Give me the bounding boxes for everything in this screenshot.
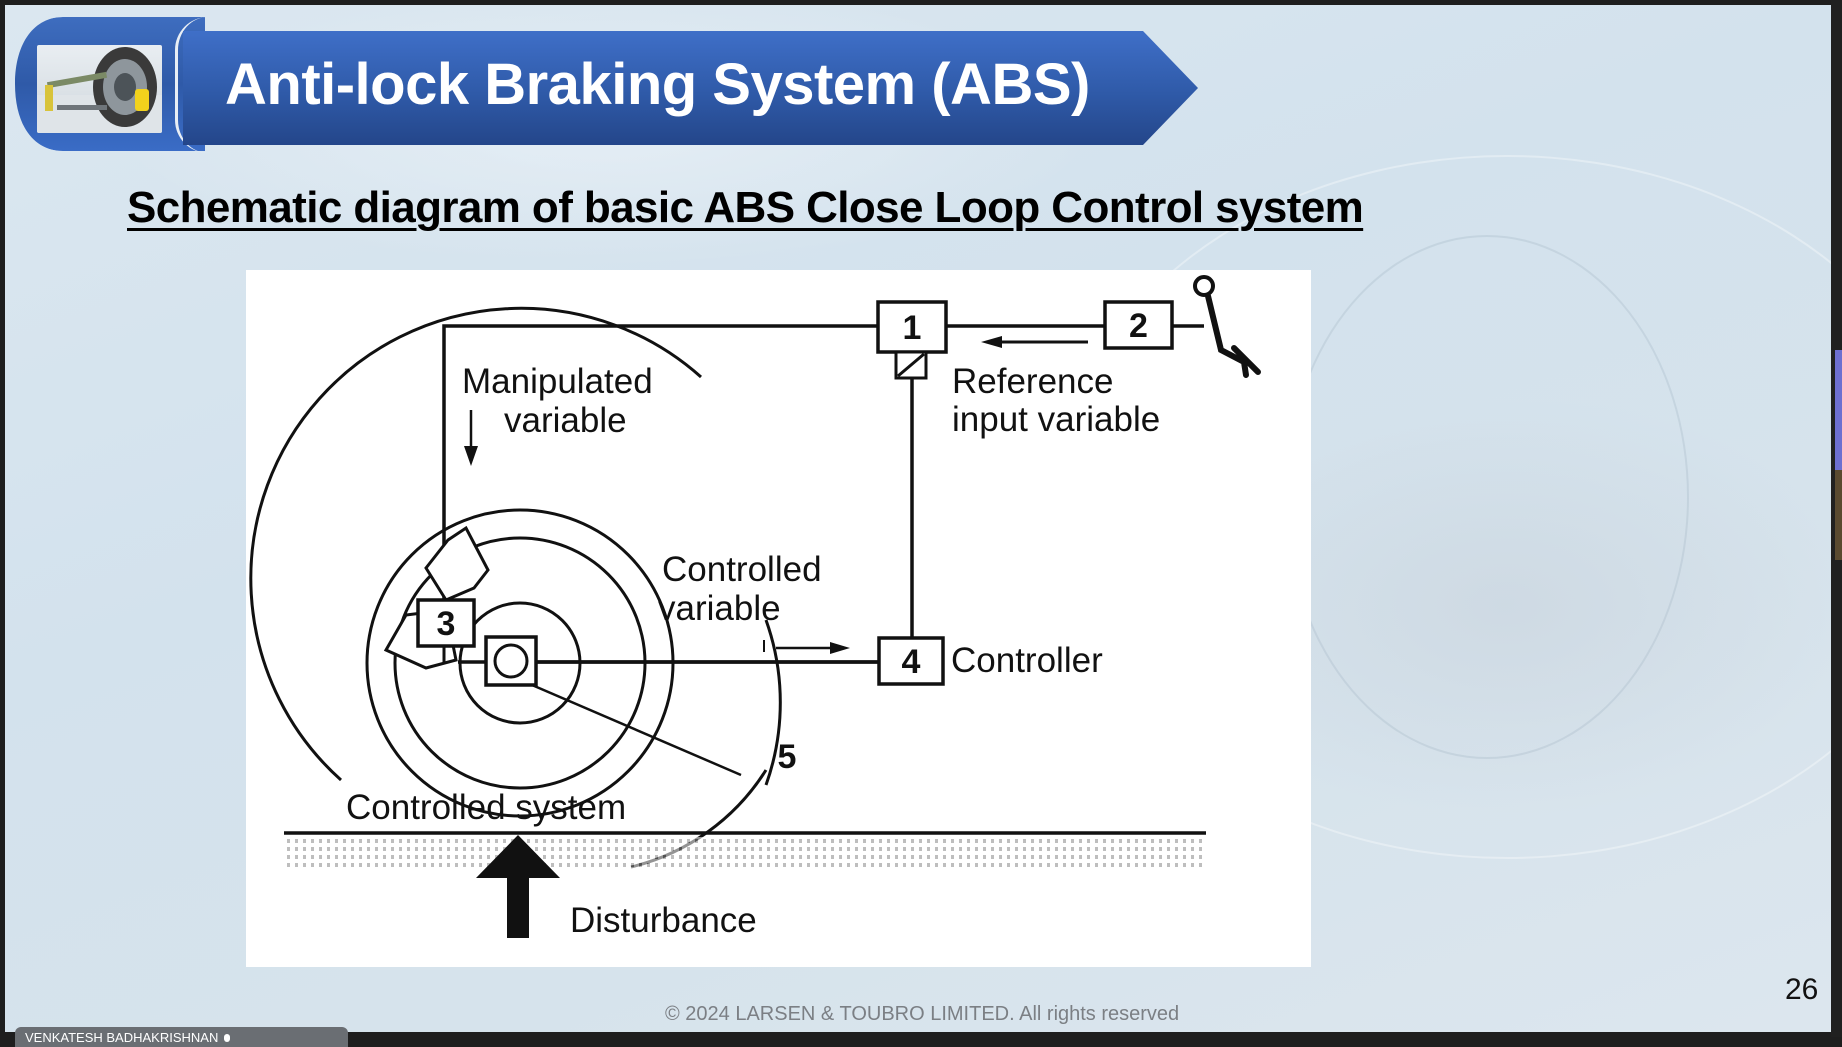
slide-subtitle: Schematic diagram of basic ABS Close Loo…: [127, 183, 1364, 232]
manipulated-arrow-head: [464, 446, 478, 466]
controlled-variable-label-2: variable: [658, 589, 781, 628]
reference-input-label-2: input variable: [952, 400, 1161, 439]
block-1-label: 1: [902, 309, 922, 347]
background-decoration: [1285, 235, 1689, 759]
video-thumbnail-lower[interactable]: [1835, 470, 1842, 560]
road-texture: [284, 837, 1206, 871]
title-banner: [183, 31, 1198, 145]
slide-title: Anti-lock Braking System (ABS): [225, 52, 1090, 117]
block-4: [877, 636, 945, 686]
controlled-variable-label-1: Controlled: [662, 550, 822, 589]
tire-outer-arc-bottom: [764, 619, 782, 786]
microphone-icon: [224, 1034, 231, 1042]
banner-divider: [175, 17, 208, 153]
side-panel-edge: [1831, 0, 1842, 1037]
controlled-variable-arrow-head: [830, 642, 850, 654]
page-number: 26: [1785, 973, 1819, 1006]
diagram-lines: [249, 275, 1261, 938]
controller-label: Controller: [951, 641, 1103, 680]
block-2-label: 2: [1129, 307, 1148, 345]
video-thumbnail[interactable]: [1835, 350, 1842, 470]
block-3-label: 3: [436, 605, 456, 643]
slide: Anti-lock Braking System (ABS) Schematic…: [5, 5, 1831, 1032]
manipulated-signal-line: [442, 324, 878, 600]
manipulated-variable-label-2: variable: [504, 401, 627, 440]
manipulated-variable-label-1: Manipulated: [462, 362, 653, 401]
brake-pedal-icon: [1193, 275, 1261, 378]
leader-line-5: [531, 683, 742, 777]
block-4-label: 4: [901, 643, 921, 681]
header-logo-badge: [15, 17, 205, 151]
brake-assembly-image: [37, 45, 162, 133]
copyright-footer: © 2024 LARSEN & TOUBRO LIMITED. All righ…: [665, 1003, 1180, 1025]
controlled-system-label: Controlled system: [346, 788, 627, 827]
block-2: [1103, 300, 1174, 350]
abs-schematic-diagram: 1 2 3 4 5 Manipulated variable Reference…: [246, 270, 1311, 967]
component-5-label: 5: [777, 738, 797, 776]
disturbance-arrow: [476, 835, 560, 938]
participant-name-tag: VENKATESH BADHAKRISHNAN: [15, 1027, 348, 1047]
disturbance-label: Disturbance: [570, 901, 757, 940]
block-1: [876, 300, 948, 354]
brake-caliper: [424, 525, 490, 602]
reference-input-label-1: Reference: [952, 362, 1114, 401]
block-3: [416, 598, 476, 648]
reference-arrow-head: [981, 336, 1002, 348]
participant-name: VENKATESH BADHAKRISHNAN: [25, 1030, 219, 1045]
tire-outer-arc: [249, 306, 702, 782]
